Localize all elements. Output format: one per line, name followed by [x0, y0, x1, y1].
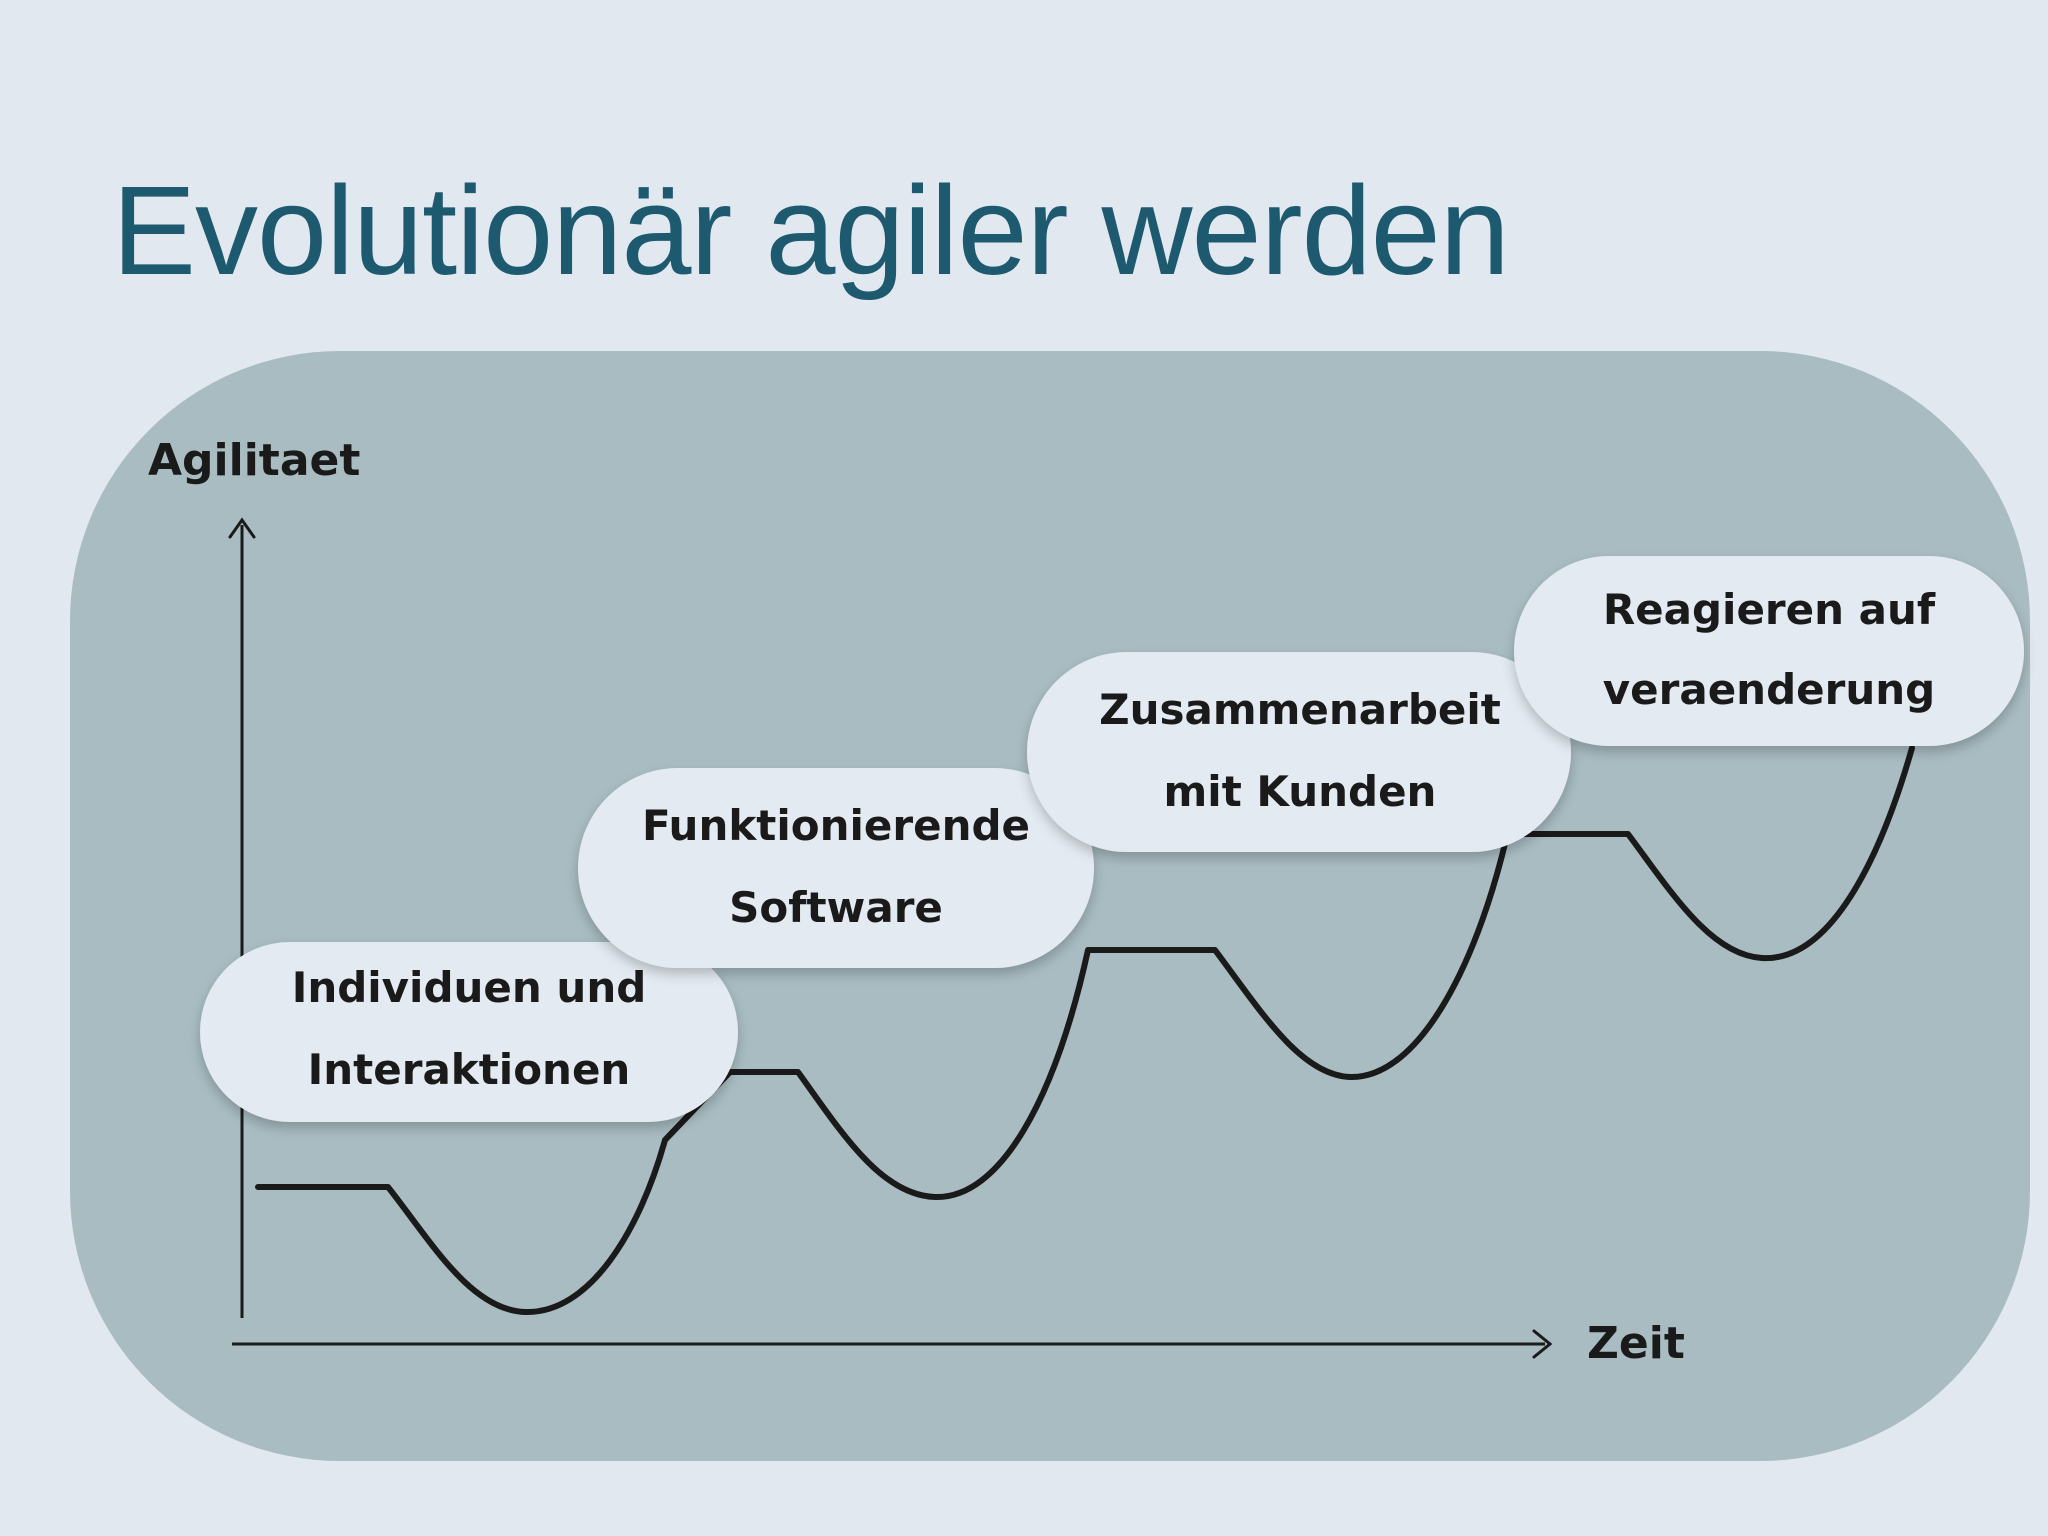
bubble-funktionierende-software: [578, 768, 1094, 968]
bubble-individuen-interaktionen: [200, 942, 738, 1122]
bubble-zusammenarbeit-kunden: [1027, 652, 1571, 852]
bubble-1-line-2: Interaktionen: [308, 1045, 631, 1094]
x-axis-label: Zeit: [1587, 1318, 1685, 1369]
slide-title: Evolutionär agiler werden: [112, 160, 1510, 301]
bubble-3-line-1: Zusammenarbeit: [1099, 685, 1501, 734]
bubble-2-line-1: Funktionierende: [642, 801, 1030, 850]
y-axis: [228, 517, 256, 1318]
bubble-2-line-2: Software: [729, 883, 943, 932]
bubble-reagieren-veraenderung: [1514, 556, 2024, 746]
bubble-1-line-1: Individuen und: [292, 963, 647, 1012]
x-axis: [232, 1329, 1553, 1359]
y-axis-label: Agilitaet: [148, 435, 360, 486]
bubble-4-line-2: veraenderung: [1603, 665, 1935, 714]
bubble-4-line-1: Reagieren auf: [1603, 585, 1936, 634]
evolution-curve: [255, 745, 1915, 1316]
bubble-3-line-2: mit Kunden: [1164, 767, 1437, 816]
